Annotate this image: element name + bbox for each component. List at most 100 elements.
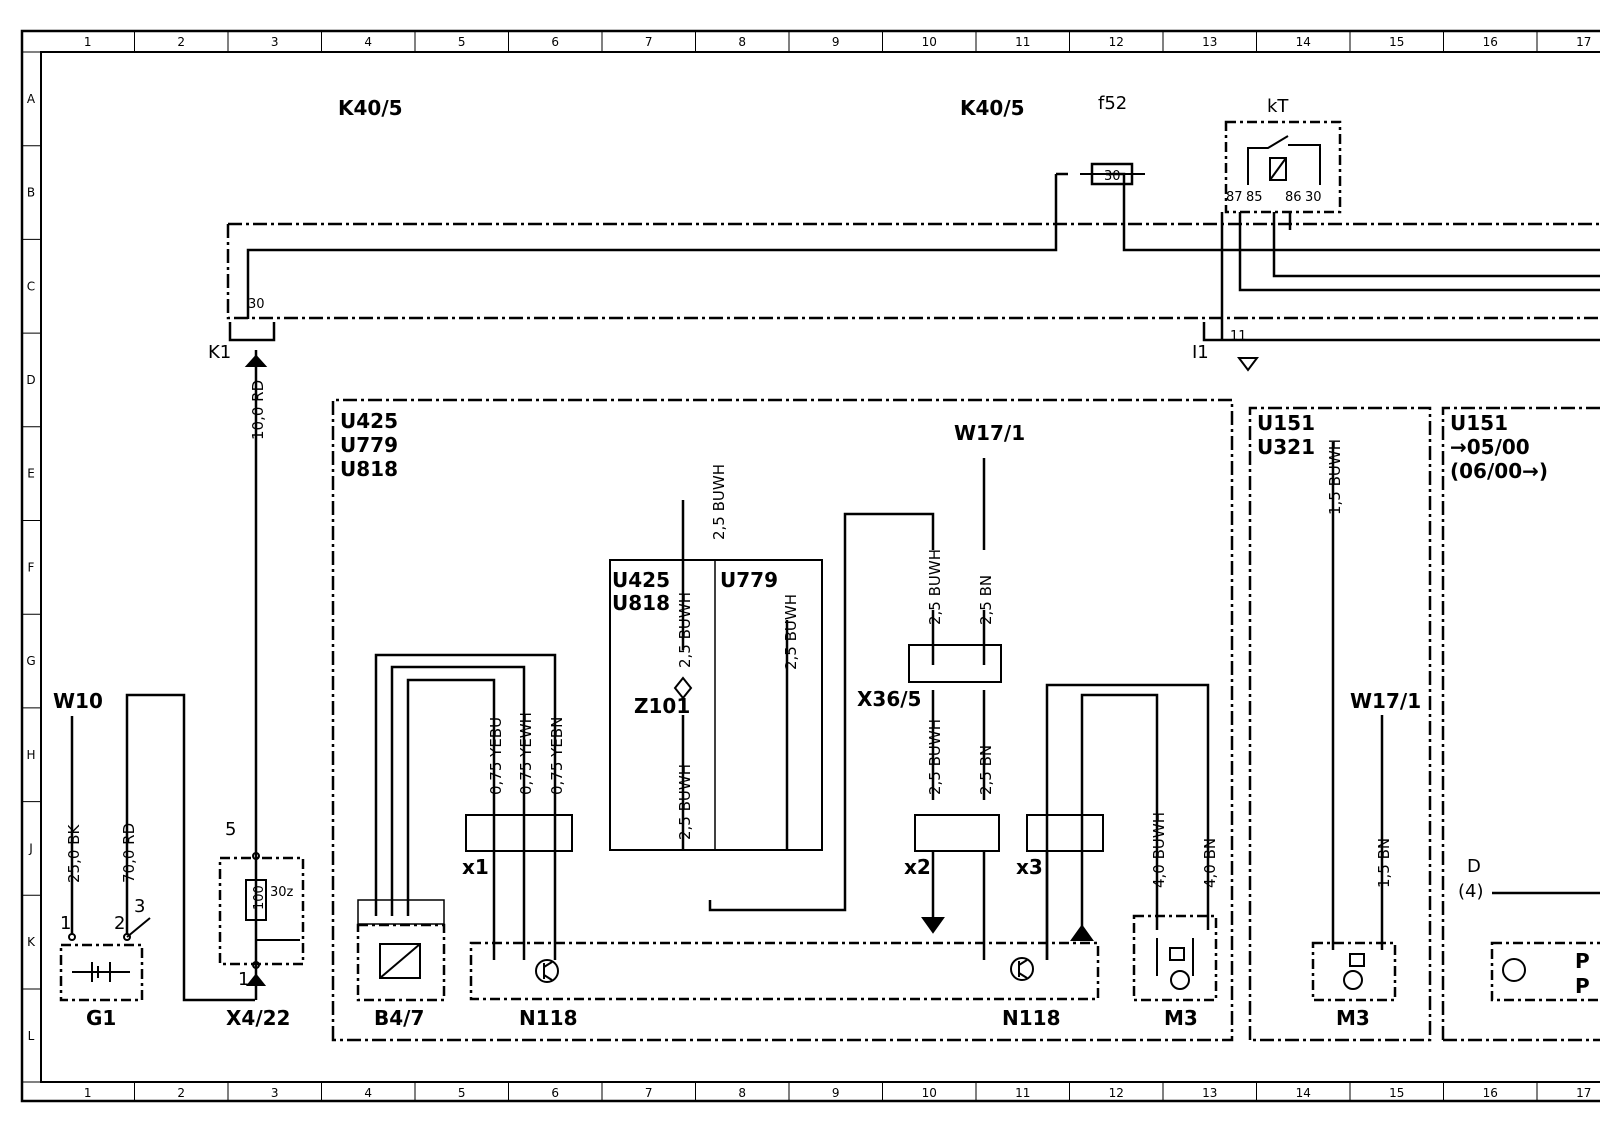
column-number: 16 bbox=[1483, 35, 1498, 49]
x3-label: x3 bbox=[1016, 855, 1043, 879]
wire-yebu: 0,75 YEBU bbox=[487, 717, 505, 795]
row-letter: G bbox=[26, 654, 35, 668]
n118-left-label: N118 bbox=[519, 1006, 578, 1030]
wire-buwh-x36-top: 2,5 BUWH bbox=[926, 549, 944, 625]
column-number: 12 bbox=[1109, 35, 1124, 49]
fuse-icon bbox=[1080, 162, 1145, 186]
column-number: 1 bbox=[84, 1086, 92, 1100]
column-number: 15 bbox=[1389, 35, 1404, 49]
group-main-2: U779 bbox=[340, 433, 398, 457]
column-number: 8 bbox=[738, 1086, 746, 1100]
relay-pin-85: 85 bbox=[1246, 190, 1263, 205]
column-number: 12 bbox=[1109, 1086, 1124, 1100]
relay-pin-30: 30 bbox=[1305, 190, 1322, 205]
column-number: 9 bbox=[832, 35, 840, 49]
wire-k1-rd: 10,0 RD bbox=[249, 380, 267, 440]
x36-5-label: X36/5 bbox=[857, 687, 921, 711]
column-number: 13 bbox=[1202, 35, 1217, 49]
f52-label: f52 bbox=[1098, 93, 1127, 114]
column-number: 10 bbox=[922, 35, 937, 49]
row-letter: F bbox=[28, 560, 35, 574]
column-number: 17 bbox=[1576, 1086, 1591, 1100]
row-letter: D bbox=[26, 373, 35, 387]
wire-buwh-u425-up: 2,5 BUWH bbox=[676, 592, 694, 668]
wires bbox=[70, 172, 1600, 1002]
group-main-3: U818 bbox=[340, 457, 398, 481]
column-number: 7 bbox=[645, 35, 653, 49]
group-u151-a-2: U321 bbox=[1257, 435, 1315, 459]
group-u151-b-2: →05/00 bbox=[1450, 435, 1530, 459]
d-num-label: (4) bbox=[1458, 881, 1484, 902]
row-letter: C bbox=[27, 279, 35, 293]
column-number: 4 bbox=[364, 1086, 372, 1100]
column-number: 6 bbox=[551, 35, 559, 49]
column-number: 3 bbox=[271, 1086, 279, 1100]
w10-label: W10 bbox=[53, 689, 103, 713]
column-number: 14 bbox=[1296, 35, 1311, 49]
g1-pin-1: 1 bbox=[60, 913, 71, 934]
wire-buwh-top: 2,5 BUWH bbox=[710, 464, 728, 540]
m3-left-label: M3 bbox=[1164, 1006, 1198, 1030]
group-u151-b-3: (06/00→) bbox=[1450, 459, 1548, 483]
wire-yewh: 0,75 YEWH bbox=[517, 712, 535, 795]
column-number: 10 bbox=[922, 1086, 937, 1100]
n118-module bbox=[469, 941, 1100, 1001]
row-letter: A bbox=[27, 92, 36, 106]
x4-22-label: X4/22 bbox=[226, 1006, 290, 1030]
w17-1-mid-label: W17/1 bbox=[954, 421, 1025, 445]
ground-arrow-icon bbox=[244, 354, 1259, 941]
pin-1: 1 bbox=[238, 969, 249, 990]
frame bbox=[20, 29, 1600, 1103]
n118-right-label: N118 bbox=[1002, 1006, 1061, 1030]
column-number: 6 bbox=[551, 1086, 559, 1100]
x4-resistor-value: 100 bbox=[252, 885, 267, 910]
w17-1-right-label: W17/1 bbox=[1350, 689, 1421, 713]
k40-right-label: K40/5 bbox=[960, 96, 1025, 120]
transistor-icon bbox=[1010, 957, 1034, 981]
wire-buwh-u425-low: 2,5 BUWH bbox=[676, 764, 694, 840]
i1-label: I1 bbox=[1192, 342, 1209, 363]
column-number: 2 bbox=[177, 1086, 185, 1100]
group-u151-b-1: U151 bbox=[1450, 411, 1508, 435]
g1-pin-3: 3 bbox=[134, 896, 145, 917]
group-main-1: U425 bbox=[340, 409, 398, 433]
wire-w10-bk: 25,0 BK bbox=[65, 824, 83, 883]
column-number: 1 bbox=[84, 35, 92, 49]
pin-30: 30 bbox=[248, 297, 265, 312]
k1-label: K1 bbox=[208, 342, 231, 363]
column-number: 13 bbox=[1202, 1086, 1217, 1100]
wire-buwh-x36-low: 2,5 BUWH bbox=[926, 719, 944, 795]
column-number: 5 bbox=[458, 1086, 466, 1100]
relay-icon bbox=[1224, 120, 1342, 214]
wire-g1-rd: 70,0 RD bbox=[120, 823, 138, 883]
motor-icon bbox=[1311, 941, 1397, 1002]
column-number: 5 bbox=[458, 35, 466, 49]
wire-bn-m3r: 1,5 BN bbox=[1375, 838, 1393, 888]
row-letter: L bbox=[28, 1029, 35, 1043]
pin-11: 11 bbox=[1230, 329, 1247, 344]
column-number: 3 bbox=[271, 35, 279, 49]
k40-left-label: K40/5 bbox=[338, 96, 403, 120]
column-number: 8 bbox=[738, 35, 746, 49]
motor-icon bbox=[1132, 914, 1218, 1002]
x1-label: x1 bbox=[462, 855, 489, 879]
d-p-label-1: P bbox=[1575, 949, 1590, 973]
column-number: 17 bbox=[1576, 35, 1591, 49]
column-number: 2 bbox=[177, 35, 185, 49]
wire-yebn: 0,75 YEBN bbox=[548, 717, 566, 795]
g1-pin-2: 2 bbox=[114, 913, 125, 934]
d-label: D bbox=[1467, 856, 1481, 877]
relay-pin-86: 86 bbox=[1285, 190, 1302, 205]
z101-label: Z101 bbox=[634, 694, 690, 718]
column-number: 4 bbox=[364, 35, 372, 49]
pressure-sensor-icon bbox=[356, 899, 446, 1002]
group-inner-right: U779 bbox=[720, 568, 778, 592]
row-letter: H bbox=[26, 748, 35, 762]
wire-bn-m3: 4,0 BN bbox=[1201, 838, 1219, 888]
group-inner-left-2: U818 bbox=[612, 591, 670, 615]
kt-label: kT bbox=[1267, 96, 1289, 117]
wire-buwh-u151: 1,5 BUWH bbox=[1326, 439, 1344, 515]
